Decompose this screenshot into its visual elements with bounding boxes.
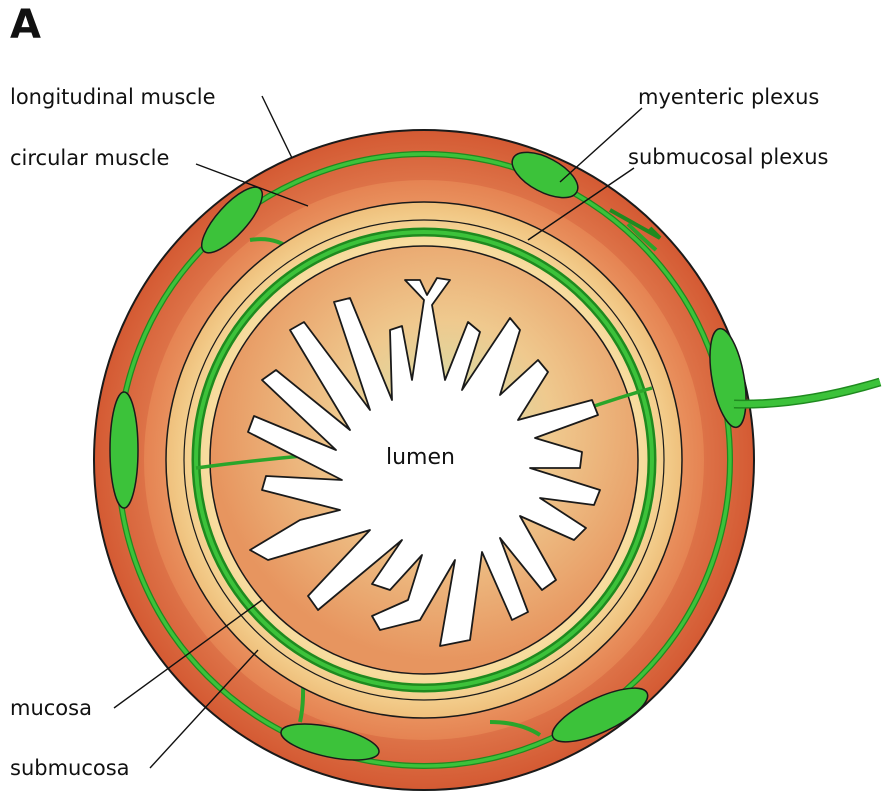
panel-label: A <box>10 2 41 48</box>
label-submucosal-plexus: submucosal plexus <box>628 145 828 169</box>
label-mucosa: mucosa <box>10 696 92 720</box>
label-longitudinal-muscle: longitudinal muscle <box>10 85 216 109</box>
label-lumen: lumen <box>386 445 455 470</box>
leader-longitudinal-muscle <box>262 96 292 158</box>
label-circular-muscle: circular muscle <box>10 146 169 170</box>
label-submucosa: submucosa <box>10 756 130 780</box>
label-myenteric-plexus: myenteric plexus <box>638 85 819 109</box>
